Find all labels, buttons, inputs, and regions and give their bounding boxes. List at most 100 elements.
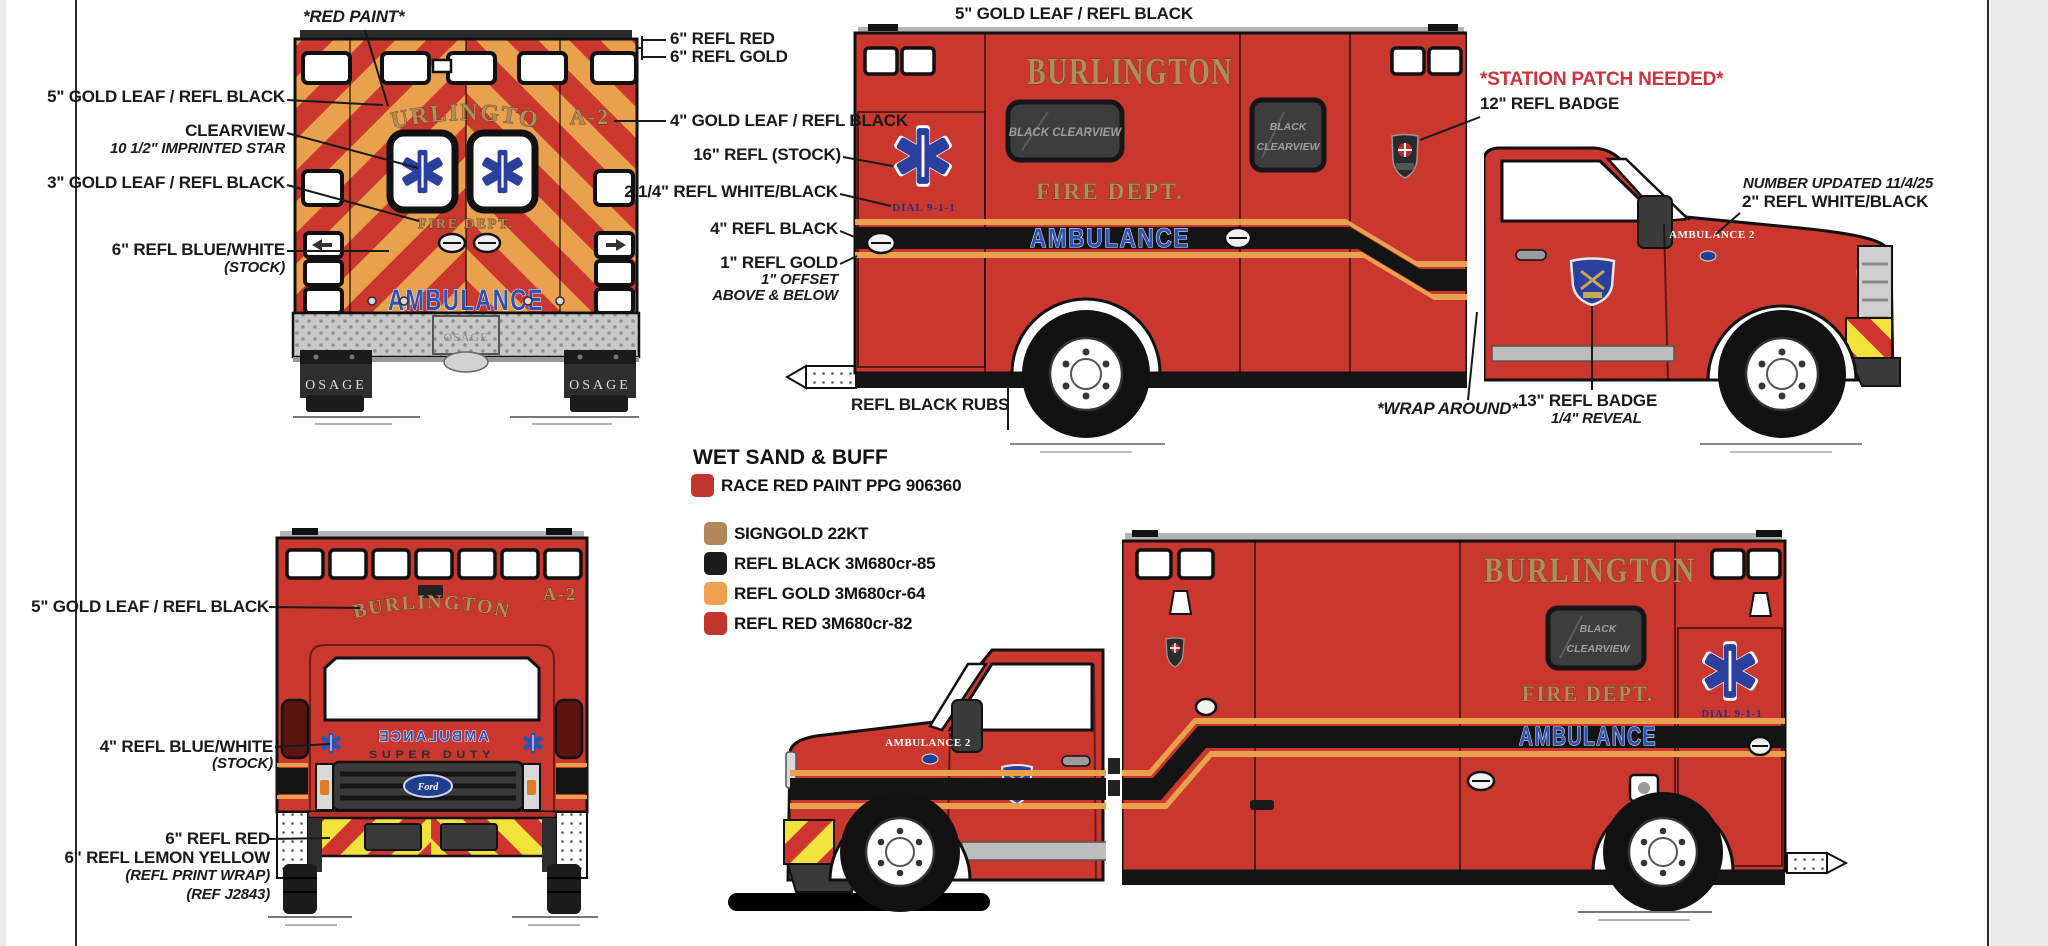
driver-ambulance-lettering: AMBULANCE — [1519, 721, 1657, 751]
callout-4in-refl-blue-white: 4" REFL BLUE/WHITE — [99, 737, 273, 756]
front-bumper-chevron — [783, 819, 835, 865]
callout-refl-print-wrap: (REFL PRINT WRAP) — [125, 867, 270, 884]
legend-label: REFL GOLD 3M680cr-64 — [734, 583, 926, 603]
callout-2in-refl-white-black: 2" REFL WHITE/BLACK — [1742, 192, 1929, 211]
legend-label: REFL RED 3M680cr-82 — [734, 613, 913, 633]
driver-rear-wheel — [1603, 792, 1723, 912]
front-view: A-2 BURLINGTON AMBULANCE SUPER DUTY Ford — [268, 528, 598, 926]
rear-mudflap-right: OSAGE — [564, 350, 636, 398]
right-screen-margin — [1990, 0, 2048, 946]
callout-13in-refl-badge: 13" REFL BADGE — [1518, 391, 1658, 410]
callout-4in-gold-leaf: 4" GOLD LEAF / REFL BLACK — [670, 111, 908, 130]
super-duty-lettering: SUPER DUTY — [369, 749, 495, 761]
ford-fender-badge — [1699, 250, 1717, 262]
driver-window-clearview: BLACK CLEARVIEW — [1545, 605, 1647, 671]
side-window-clearview: BLACK CLEARVIEW — [1005, 99, 1125, 163]
front-mirror-right — [554, 698, 584, 760]
cab-ambulance2-lettering: AMBULANCE 2 — [885, 737, 971, 749]
side-view-driver: AMBULANCE 2 — [728, 530, 1849, 921]
callout-refl-black-rubs: REFL BLACK RUBS — [851, 395, 1010, 414]
mudflap-osage-label: OSAGE — [305, 378, 367, 393]
front-marker-lights — [285, 548, 583, 580]
rear-hitch — [1786, 851, 1849, 875]
front-grille: Ford — [331, 760, 525, 812]
window-black-label: BLACK — [1580, 623, 1618, 635]
legend-swatch — [704, 522, 727, 545]
legend-item-refl-gold: REFL GOLD 3M680cr-64 — [704, 582, 925, 605]
callout-quarter-reveal: 1/4" REVEAL — [1551, 410, 1642, 427]
callout-6in-refl-gold: 6" REFL GOLD — [670, 47, 788, 66]
ford-logo — [403, 774, 453, 798]
window-black-label: BLACK — [1270, 121, 1308, 133]
callout-12in-refl-badge: 12" REFL BADGE — [1480, 94, 1620, 113]
rear-mudflap-left: OSAGE — [300, 350, 372, 398]
driver-box-marker-lights — [1135, 548, 1782, 580]
left-screen-margin — [0, 0, 6, 946]
side-fire-dept-lettering: FIRE DEPT. — [1036, 179, 1184, 204]
legend-swatch — [704, 612, 727, 635]
legend-swatch — [691, 474, 714, 497]
station-patch-badge — [1165, 637, 1185, 668]
legend-title: WET SAND & BUFF — [693, 446, 888, 469]
callout-rear-stock: (STOCK) — [224, 259, 285, 276]
front-tires — [283, 864, 581, 914]
window-clearview-label: CLEARVIEW — [1567, 643, 1631, 655]
dial-911-label: DIAL 9-1-1 — [892, 202, 955, 214]
rear-bumper-plate — [432, 315, 500, 355]
legend-label: RACE RED PAINT PPG 906360 — [721, 475, 962, 495]
side-rear-wheel — [1022, 310, 1150, 438]
cab-ambulance2-lettering: AMBULANCE 2 — [1669, 229, 1755, 241]
legend-label: REFL BLACK 3M680cr-85 — [734, 553, 936, 573]
driver-front-wheel — [840, 792, 960, 912]
front-windshield — [323, 656, 541, 722]
callout-2quarter-refl-white-black: 2 1/4" REFL WHITE/BLACK — [624, 182, 838, 201]
front-unit-number: A-2 — [543, 584, 577, 604]
side-front-window-clearview: BLACK CLEARVIEW — [1249, 97, 1327, 173]
callout-16in-refl-stock: 16" REFL (STOCK) — [693, 145, 841, 164]
callout-rear-5in-gold-leaf: 5" GOLD LEAF / REFL BLACK — [47, 87, 285, 106]
legend-item-race-red: RACE RED PAINT PPG 906360 — [691, 474, 962, 497]
rear-hitch — [785, 364, 857, 390]
rear-view: BURLINGTON A-2 FIRE DEPT. AMBULANCE — [0, 0, 641, 425]
callout-7half-gold-leaf-clipped: 7 1/2" GOLD LEAF / REFL BLACK — [955, 0, 1221, 4]
driver-fire-dept-lettering: FIRE DEPT. — [1522, 681, 1654, 706]
legend-item-refl-black: REFL BLACK 3M680cr-85 — [704, 552, 936, 575]
callout-4in-refl-black: 4" REFL BLACK — [710, 219, 838, 238]
rear-marker-lights — [301, 51, 638, 85]
dial-911-label: DIAL 9-1-1 — [1701, 709, 1762, 720]
front-mirror-left — [280, 698, 310, 760]
rear-bumper-osage-label: OSAGE — [443, 330, 488, 344]
driver-burlington-lettering: BURLINGTON — [1484, 550, 1696, 590]
page-border-left — [75, 0, 77, 946]
page-border-right — [1987, 0, 1989, 946]
callout-side-5in-gold-leaf: 5" GOLD LEAF / REFL BLACK — [955, 4, 1193, 23]
window-clearview-label: CLEARVIEW — [1257, 141, 1321, 153]
callout-front-6in-refl-red: 6" REFL RED — [165, 829, 270, 848]
callout-rear-3in-gold-leaf: 3" GOLD LEAF / REFL BLACK — [47, 173, 285, 192]
callout-imprinted-star: 10 1/2" IMPRINTED STAR — [110, 140, 285, 157]
callout-number-updated: NUMBER UPDATED 11/4/25 — [1743, 175, 1934, 192]
hood-mirrored-ambulance-lettering: AMBULANCE — [377, 728, 489, 745]
callout-red-paint: *RED PAINT* — [303, 7, 405, 26]
callout-station-patch-needed: *STATION PATCH NEEDED* — [1480, 69, 1724, 90]
callout-front-stock: (STOCK) — [212, 755, 273, 772]
side-front-wheel — [1718, 310, 1846, 438]
callout-clearview: CLEARVIEW — [185, 121, 285, 140]
rear-fire-dept-lettering: FIRE DEPT. — [418, 217, 514, 232]
side-box-marker-lights — [863, 46, 1463, 76]
callout-6in-lemon-yellow: 6" REFL LEMON YELLOW — [64, 848, 270, 867]
legend-item-signgold: SIGNGOLD 22KT — [704, 522, 869, 545]
callout-6in-refl-red: 6" REFL RED — [670, 29, 775, 48]
station-patch-badge — [1391, 133, 1419, 179]
rear-roof-lip — [300, 30, 632, 39]
callout-1in-offset: 1" OFFSET — [761, 271, 838, 288]
cab-door-badge — [1569, 257, 1616, 307]
side-view-passenger: BURLINGTON BLACK CLEARVIEW BLACK CLEARVI… — [785, 24, 1901, 453]
stripe-gold-top — [790, 718, 1785, 776]
side-box-body — [853, 31, 1469, 375]
front-bumper-chevron — [1845, 317, 1893, 359]
rear-window-right — [466, 129, 539, 214]
callout-front-5in-gold-leaf: 5" GOLD LEAF / REFL BLACK — [31, 597, 269, 616]
legend-item-refl-red: REFL RED 3M680cr-82 — [704, 612, 912, 635]
